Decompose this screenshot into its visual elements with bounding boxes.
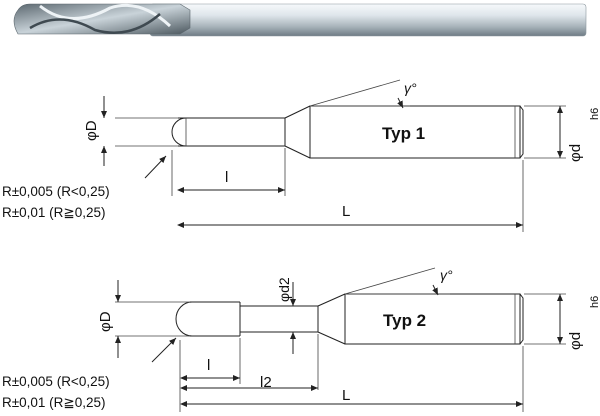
type2-radius-note-2: R±0,01 (R≧0,25): [2, 395, 106, 410]
type2-tol-h6: h6: [589, 296, 600, 308]
type1-tol-h6: h6: [589, 108, 600, 120]
type2-head: [190, 301, 240, 337]
type2-taper: [317, 293, 346, 345]
type2-len-l2: l2: [260, 374, 272, 391]
type1-radius-note-1: R±0,005 (R<0,25): [2, 184, 110, 199]
type1-dim-D: φD: [83, 120, 100, 141]
type2-label: Typ 2: [383, 311, 426, 330]
type1-neck: [178, 117, 285, 147]
type2-shank: [344, 293, 521, 345]
type1-angle: γ°: [404, 80, 417, 96]
type2-ball-nose: [175, 301, 193, 337]
type2-dim-D: φD: [97, 311, 114, 332]
shank-image: [149, 3, 587, 37]
flute-shadow: [29, 13, 161, 34]
flute-image: [13, 3, 191, 35]
type1-taper: [284, 105, 311, 159]
flute-highlight: [39, 3, 172, 28]
type2-radius-note-1: R±0,005 (R<0,25): [2, 374, 110, 389]
type2-len-L: L: [342, 387, 350, 404]
type1-drawing: φD φd h6 γ° Typ 1 l L R±0,005 (R<0,25) R…: [2, 79, 600, 232]
type1-ball-nose: [171, 117, 187, 147]
type1-shank: [309, 105, 521, 159]
type2-dim-d2: φd2: [276, 277, 292, 302]
type2-len-l: l: [207, 357, 210, 374]
tool-photo: [13, 3, 587, 37]
type1-dim-d: φd: [567, 144, 584, 162]
type1-len-l: l: [225, 169, 228, 186]
type2-drawing: φD φd2 φd h6 γ° Typ 2 l l2 L: [2, 267, 600, 412]
type1-radius-note-2: R±0,01 (R≧0,25): [2, 205, 106, 220]
type2-dim-d: φd: [567, 332, 584, 350]
type2-angle: γ°: [440, 267, 453, 283]
type2-neck: [240, 305, 318, 333]
type1-len-L: L: [342, 203, 350, 220]
type1-label: Typ 1: [382, 124, 425, 143]
